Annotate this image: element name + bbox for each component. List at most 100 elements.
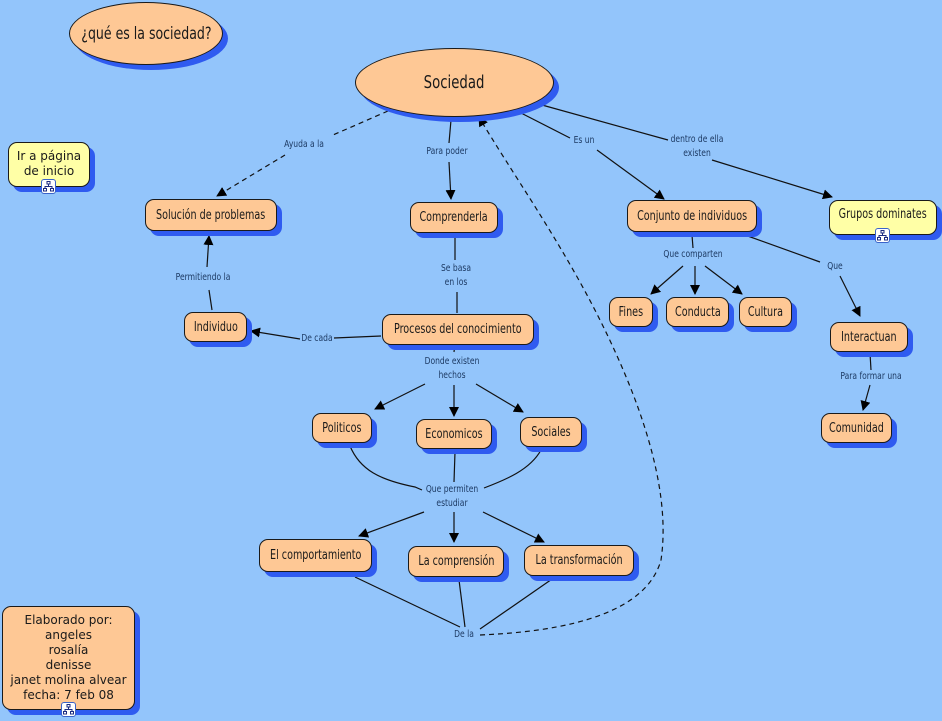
link-phrase-que-comparten: Que comparten <box>663 249 723 260</box>
line-sociedad-esun <box>520 112 571 139</box>
link-phrase-donde-existen: Donde existen hechos <box>425 355 480 383</box>
link-phrase-que: Que <box>827 261 843 272</box>
credits-line: denisse <box>45 658 92 672</box>
link-phrase-line: hechos <box>438 370 466 381</box>
concept-cultura[interactable]: Cultura <box>739 297 792 327</box>
link-phrase-de-la: De la <box>454 629 474 640</box>
line-procesos-decada <box>333 335 382 339</box>
line-donde-politicos <box>374 383 426 410</box>
link-phrase-es-un: Es un <box>573 135 595 146</box>
concept-label: Sociales <box>531 424 571 440</box>
line-transformacion-dela <box>479 576 556 630</box>
link-phrase-line: Donde existen <box>424 356 480 367</box>
title-text: ¿qué es la sociedad? <box>80 23 212 44</box>
concept-solucion-de-problemas[interactable]: Solución de problemas <box>145 199 277 231</box>
line-quecomparten-cultura <box>704 265 743 295</box>
concept-label: Grupos dominates <box>838 207 928 222</box>
line-permitiendo-solucion <box>203 235 214 268</box>
link-phrase-ayuda: Ayuda a la <box>284 139 324 150</box>
link-phrase-line: Se basa <box>440 263 472 274</box>
concept-label: Economicos <box>425 426 483 442</box>
link-phrase-dentro-de-ella: dentro de ella existen <box>671 133 724 161</box>
line-dela-sociedad <box>478 116 664 636</box>
concept-label: Solución de problemas <box>156 207 266 223</box>
line-sociedad-dentro <box>541 104 669 141</box>
concept-sociales[interactable]: Sociales <box>520 417 582 447</box>
concept-map-link-icon[interactable] <box>875 228 890 243</box>
concept-comprenderla[interactable]: Comprenderla <box>410 202 498 233</box>
concept-label: Conducta <box>674 304 721 320</box>
concept-conducta[interactable]: Conducta <box>666 297 729 327</box>
line-sociedad-ayuda <box>332 110 389 136</box>
link-phrase-para-formar: Para formar una <box>840 371 902 382</box>
concept-fines[interactable]: Fines <box>609 297 653 327</box>
line-paraformar-comunidad <box>860 384 871 411</box>
concept-label: Fines <box>618 304 644 320</box>
concept-label: La comprensión <box>417 554 495 569</box>
concept-map-link-icon[interactable] <box>61 702 76 717</box>
concept-la-comprension[interactable]: La comprensión <box>408 546 504 577</box>
home-note-line: de inicio <box>23 164 75 178</box>
credits-line: angeles <box>45 628 92 642</box>
line-decada-individuo <box>250 327 301 340</box>
concept-label: Conjunto de individuos <box>636 208 748 224</box>
concept-map-link-icon[interactable] <box>41 179 56 194</box>
concept-label: Cultura <box>747 304 784 320</box>
concept-label: Politicos <box>322 420 362 436</box>
credits-line: Elaborado por: <box>24 613 113 627</box>
line-sociedad-parapoder <box>448 119 452 144</box>
line-que-interactuan <box>839 275 861 317</box>
concept-economicos[interactable]: Economicos <box>416 419 492 449</box>
line-esun-conjunto <box>596 149 665 200</box>
concept-label: Comprenderla <box>419 210 489 225</box>
line-quecomparten-fines <box>650 265 684 295</box>
line-interactuan-paraformar <box>869 352 872 371</box>
link-phrase-de-cada: De cada <box>301 333 333 344</box>
concept-label: El comportamiento <box>269 548 362 563</box>
concept-individuo[interactable]: Individuo <box>184 312 247 342</box>
link-phrase-line: Que permiten <box>425 484 479 495</box>
link-phrase-se-basa: Se basa en los <box>441 262 471 290</box>
concept-label: Procesos del conocimiento <box>394 322 522 337</box>
line-donde-sociales <box>475 383 524 413</box>
concept-comunidad[interactable]: Comunidad <box>821 413 892 443</box>
credits-line: fecha: 7 feb 08 <box>23 688 114 702</box>
concept-politicos[interactable]: Politicos <box>312 413 372 443</box>
line-politicos-permiten <box>349 445 423 491</box>
line-comportamiento-dela <box>354 576 461 628</box>
home-note-line: Ir a página <box>16 149 82 163</box>
credits-line: rosalía <box>48 643 89 657</box>
line-conjunto-que <box>744 234 821 263</box>
link-phrase-para-poder: Para poder <box>426 146 468 157</box>
concept-procesos-del-conocimiento[interactable]: Procesos del conocimiento <box>382 314 534 345</box>
line-dentro-grupos <box>711 159 833 200</box>
link-phrase-que-permiten: Que permiten estudiar <box>426 483 478 511</box>
link-phrase-permitiendo: Permitiendo la <box>175 272 231 283</box>
credits-note: Elaborado por: angeles rosalía denisse j… <box>2 606 135 710</box>
link-phrase-line: existen <box>683 148 711 159</box>
line-permiten-transformacion <box>482 511 545 543</box>
line-comprension-dela <box>458 579 466 628</box>
concept-la-transformacion[interactable]: La transformación <box>524 545 634 576</box>
line-individuo-permitiendo <box>208 289 213 311</box>
line-sociales-permiten <box>483 449 542 489</box>
concept-label: La transformación <box>535 553 623 568</box>
link-phrase-line: dentro de ella <box>670 134 724 145</box>
line-permiten-comportamiento <box>358 511 425 538</box>
concept-sociedad[interactable]: Sociedad <box>355 48 554 117</box>
title-concept[interactable]: ¿qué es la sociedad? <box>69 2 223 65</box>
link-phrase-line: en los <box>444 277 468 288</box>
concept-interactuan[interactable]: Interactuan <box>830 322 908 352</box>
line-conjunto-quecomparten <box>691 234 694 249</box>
concept-label: Comunidad <box>829 420 884 436</box>
concept-el-comportamiento[interactable]: El comportamiento <box>259 539 372 572</box>
line-parapoder-comprenderla <box>445 161 456 200</box>
concept-conjunto-de-individuos[interactable]: Conjunto de individuos <box>627 200 757 232</box>
link-phrase-line: estudiar <box>436 498 468 509</box>
concept-label: Interactuan <box>841 329 897 345</box>
line-economicos-permiten <box>453 451 456 483</box>
credits-line: janet molina alvear <box>10 673 127 687</box>
concept-label: Sociedad <box>424 72 485 93</box>
concept-label: Individuo <box>193 319 238 335</box>
